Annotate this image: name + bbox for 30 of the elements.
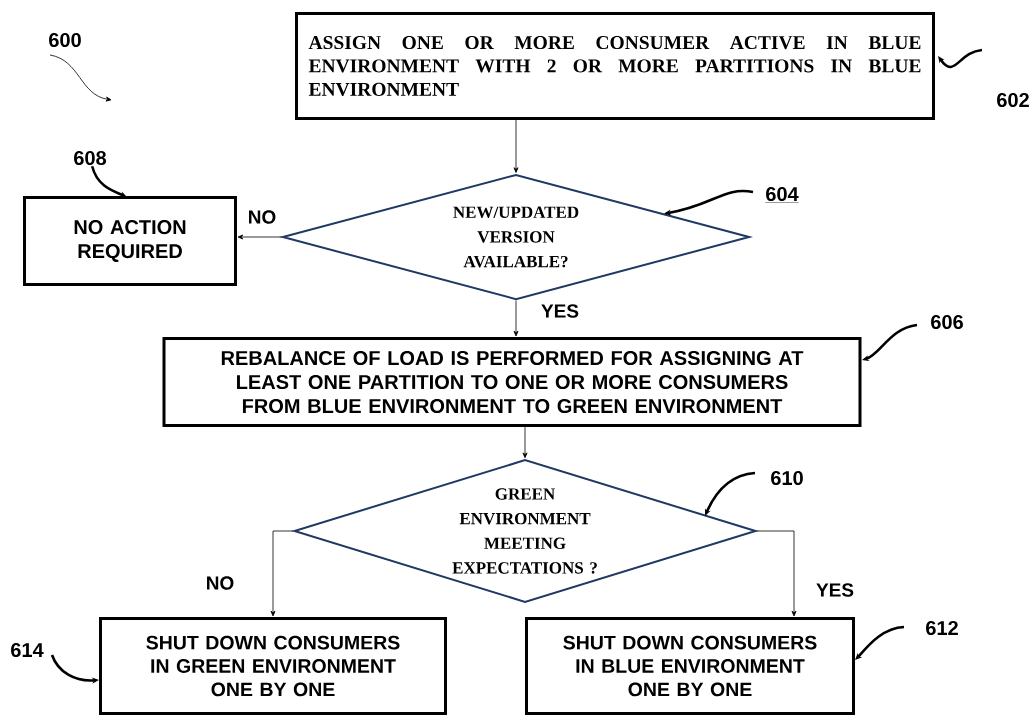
reference-number: 614 [11, 642, 44, 658]
process-box: ASSIGN ONE OR MORE CONSUMER ACTIVE IN BLUE ENVIRONMENT WITH 2 OR MORE PARTITIONS IN BLUE ENVIRONMENT [295, 12, 935, 120]
reference-number: 606 [931, 314, 963, 330]
leader-line [664, 189, 754, 216]
leader-line [705, 471, 756, 516]
reference-number: 600 [49, 32, 81, 48]
reference-number: 602 [997, 92, 1029, 108]
leader-line [862, 323, 918, 362]
arrow [513, 300, 519, 337]
arrow [756, 530, 797, 617]
process-box: NO ACTION REQUIRED [23, 196, 237, 286]
edge-label: NO [246, 209, 278, 225]
reference-number: 610 [771, 470, 803, 486]
arrow [522, 426, 528, 459]
process-box: REBALANCE OF LOAD IS PERFORMED FOR ASSIGNING AT LEAST ONE PARTITION TO ONE OR MORE CONSUMERS FROM BLUE ENVIRONMENT TO GREEN ENVIRONMENT [162, 337, 862, 427]
arrow [237, 234, 282, 240]
reference-number: 604 [765, 186, 799, 203]
leader-line [938, 48, 983, 69]
leader-line [855, 625, 905, 660]
edge-label: YES [815, 582, 855, 598]
edge-label: NO [204, 575, 236, 591]
process-box: SHUT DOWN CONSUMERS IN BLUE ENVIRONMENT ONE BY ONE [525, 617, 855, 715]
process-box: SHUT DOWN CONSUMERS IN GREEN ENVIRONMENT ONE BY ONE [99, 617, 447, 715]
arrow [513, 119, 519, 173]
leader-line [49, 54, 112, 102]
arrow [270, 530, 294, 617]
edge-label: YES [540, 303, 580, 319]
leader-line [90, 165, 127, 198]
reference-number: 608 [74, 150, 107, 166]
reference-number: 612 [926, 620, 958, 636]
